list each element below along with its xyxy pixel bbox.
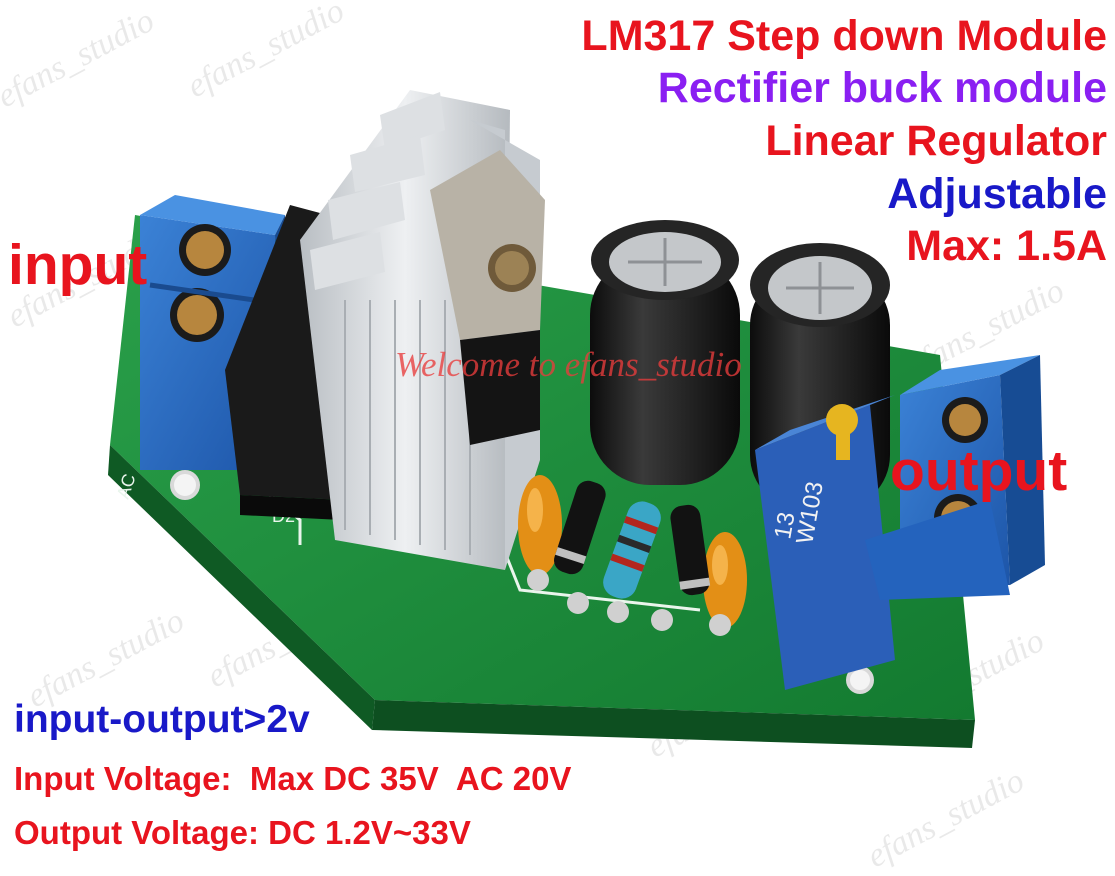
headline-line-5: Max: 1.5A — [906, 222, 1107, 270]
trimmer-potentiometer — [755, 395, 895, 690]
ceramic-capacitor — [703, 532, 747, 628]
headline-line-1: LM317 Step down Module — [581, 12, 1107, 60]
ceramic-capacitor — [518, 475, 562, 575]
diode — [554, 480, 606, 575]
electrolytic-capacitor — [590, 220, 740, 485]
diode — [670, 504, 711, 596]
solder-pads — [527, 569, 731, 636]
output-label: output — [890, 439, 1068, 503]
headline-line-4: Adjustable — [887, 170, 1107, 218]
resistor — [603, 501, 661, 599]
output-voltage-spec: Output Voltage: DC 1.2V~33V — [14, 814, 471, 851]
voltage-difference-note: input-output>2v — [14, 698, 310, 741]
pot-marking-sub: 13 — [769, 510, 800, 541]
input-label: input — [8, 233, 148, 297]
headline-line-2: Rectifier buck module — [657, 64, 1107, 112]
headline-line-3: Linear Regulator — [765, 117, 1107, 165]
output-terminal-block — [865, 355, 1045, 600]
watermark-welcome: Welcome to efans_studio — [395, 345, 742, 384]
input-voltage-spec: Input Voltage: Max DC 35V AC 20V — [14, 760, 572, 797]
lm317-regulator — [430, 150, 545, 445]
